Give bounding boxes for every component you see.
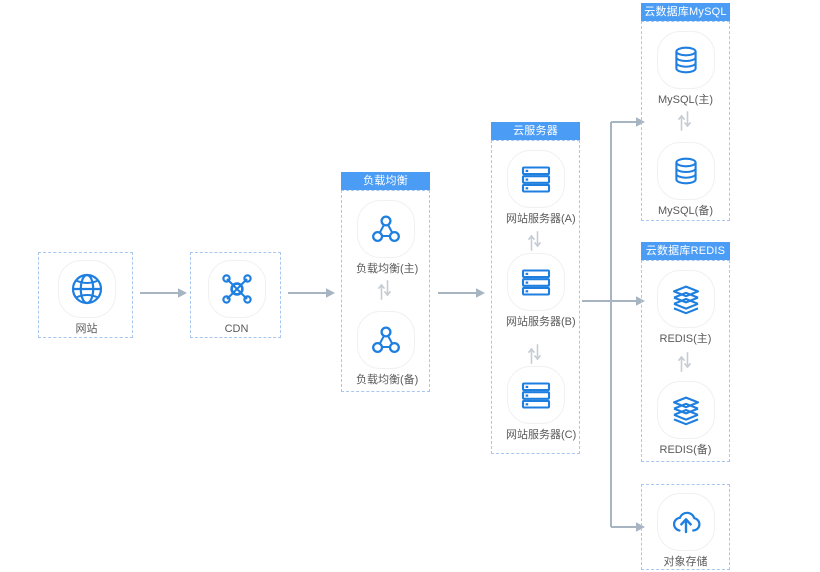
server-rack-icon xyxy=(506,150,565,208)
sync-icon-server-b-c xyxy=(527,344,542,364)
node-label-cdn: CDN xyxy=(224,323,249,335)
node-label-web-server-b: 网站服务器(B) xyxy=(506,316,576,328)
group-redis: REDIS(主) REDIS(备) xyxy=(641,260,730,462)
node-cdn[interactable]: CDN xyxy=(207,260,266,336)
group-load-balancer: 负载均衡(主) 负载均衡(备) xyxy=(341,190,430,392)
node-label-mysql-primary: MySQL(主) xyxy=(658,94,713,106)
globe-icon xyxy=(57,260,116,318)
server-rack-icon xyxy=(506,253,565,311)
server-rack-icon xyxy=(506,366,565,424)
group-badge-redis: 云数据库REDIS xyxy=(641,242,730,260)
redis-layers-icon xyxy=(656,381,715,439)
node-redis-standby[interactable]: REDIS(备) xyxy=(656,381,715,457)
node-label-mysql-standby: MySQL(备) xyxy=(658,205,713,217)
connector-website-to-cdn xyxy=(140,286,188,300)
node-label-web-server-c: 网站服务器(C) xyxy=(506,429,577,441)
group-mysql: MySQL(主) MySQL(备) xyxy=(641,21,730,221)
group-cloud-server: 网站服务器(A) 网站服务器(B) xyxy=(491,140,580,454)
node-lb-standby[interactable]: 负载均衡(备) xyxy=(356,311,419,387)
group-cdn: CDN xyxy=(190,252,281,338)
group-badge-mysql: 云数据库MySQL xyxy=(641,3,730,21)
node-label-website: 网站 xyxy=(75,323,98,335)
redis-layers-icon xyxy=(656,270,715,328)
group-badge-load-balancer: 负载均衡 xyxy=(341,172,430,190)
node-label-lb-standby: 负载均衡(备) xyxy=(356,374,419,386)
connector-cdn-to-loadbalancer xyxy=(288,286,336,300)
node-mysql-primary[interactable]: MySQL(主) xyxy=(656,31,715,107)
node-website[interactable]: 网站 xyxy=(57,260,116,336)
node-label-web-server-a: 网站服务器(A) xyxy=(506,213,576,225)
node-object-storage[interactable]: 对象存储 xyxy=(656,493,715,569)
node-label-object-storage: 对象存储 xyxy=(663,556,708,568)
group-website: 网站 xyxy=(38,252,133,338)
sync-icon-loadbalancer xyxy=(377,280,392,300)
node-label-lb-primary: 负载均衡(主) xyxy=(356,263,419,275)
node-lb-primary[interactable]: 负载均衡(主) xyxy=(356,200,419,276)
node-redis-primary[interactable]: REDIS(主) xyxy=(656,270,715,346)
node-web-server-c[interactable]: 网站服务器(C) xyxy=(506,366,577,442)
node-label-redis-standby: REDIS(备) xyxy=(659,444,712,456)
connector-branch-tree xyxy=(582,110,648,550)
load-balancer-icon xyxy=(356,311,415,369)
sync-icon-server-a-b xyxy=(527,231,542,251)
group-object-storage: 对象存储 xyxy=(641,484,730,570)
database-icon xyxy=(656,142,715,200)
node-mysql-standby[interactable]: MySQL(备) xyxy=(656,142,715,218)
cdn-network-icon xyxy=(207,260,266,318)
connector-loadbalancer-to-cloudserver xyxy=(438,286,486,300)
node-web-server-b[interactable]: 网站服务器(B) xyxy=(506,253,576,329)
database-icon xyxy=(656,31,715,89)
sync-icon-mysql xyxy=(677,111,692,131)
sync-icon-redis xyxy=(677,352,692,372)
load-balancer-icon xyxy=(356,200,415,258)
group-badge-cloud-server: 云服务器 xyxy=(491,122,580,140)
node-label-redis-primary: REDIS(主) xyxy=(659,333,712,345)
cloud-upload-icon xyxy=(656,493,715,551)
node-web-server-a[interactable]: 网站服务器(A) xyxy=(506,150,576,226)
